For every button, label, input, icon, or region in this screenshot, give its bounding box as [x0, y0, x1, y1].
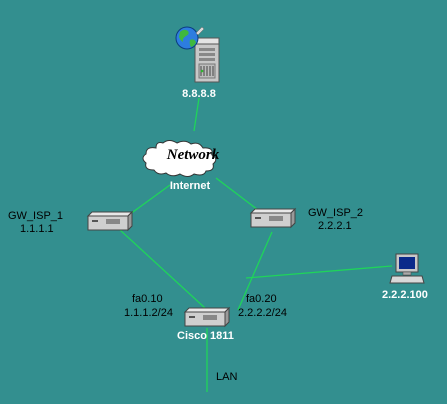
globe-icon: [175, 26, 205, 50]
interface-fa010-ip: 1.1.1.2/24: [124, 307, 173, 319]
internet-label: Internet: [169, 180, 211, 192]
gw-isp-2-name: GW_ISP_2: [308, 207, 364, 219]
server-label: 8.8.8.8: [182, 88, 216, 100]
router-gw-isp-2-icon: [249, 207, 297, 229]
link-host: [245, 265, 393, 279]
router-cisco-1811-icon: [183, 306, 231, 328]
link-gw2-core: [237, 231, 273, 311]
interface-fa020-name: fa0.20: [246, 293, 277, 305]
interface-fa010-name: fa0.10: [132, 293, 163, 305]
gw-isp-2-ip: 2.2.2.1: [318, 220, 352, 232]
gw-isp-1-name: GW_ISP_1: [8, 210, 64, 222]
server-icon: [194, 37, 220, 83]
interface-fa020-ip: 2.2.2.2/24: [238, 307, 287, 319]
lan-label: LAN: [216, 371, 238, 383]
router-gw-isp-1-icon: [86, 210, 134, 232]
gw-isp-1-ip: 1.1.1.1: [20, 223, 54, 235]
cloud-icon: [142, 140, 217, 177]
cloud-network-text: Network: [166, 147, 220, 163]
link-server-cloud: [193, 97, 200, 132]
host-ip-label: 2.2.2.100: [382, 289, 428, 301]
computer-icon: [389, 253, 425, 284]
link-gw1-core: [119, 229, 206, 309]
core-router-label: Cisco 1811: [177, 330, 234, 342]
